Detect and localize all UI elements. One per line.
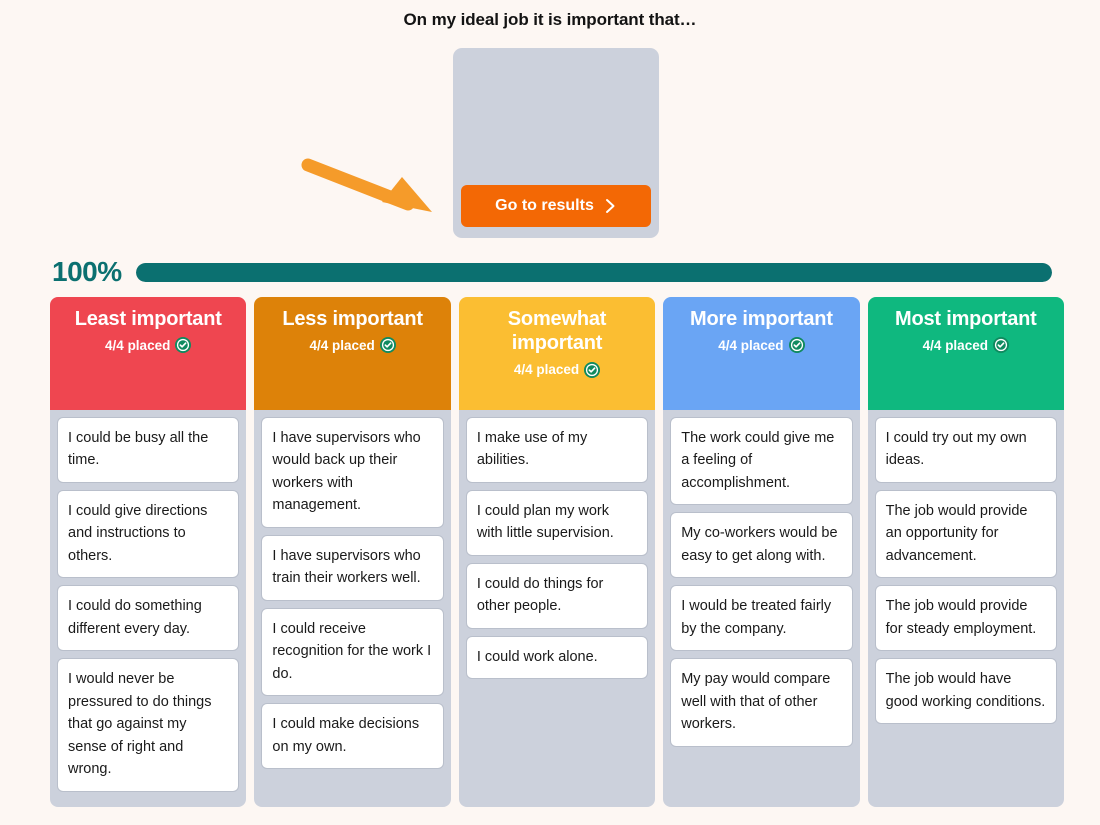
sort-card[interactable]: I could receive recognition for the work…: [261, 607, 444, 697]
column-status-label: 4/4 placed: [513, 362, 580, 378]
check-circle-icon: [992, 337, 1009, 354]
column-title: More important: [690, 308, 833, 330]
column-somewhat-important: Somewhat important 4/4 placed I make use o…: [458, 297, 656, 807]
annotation-arrow-icon: [296, 152, 456, 228]
progress-percent-label: 100%: [52, 256, 122, 287]
column-dropzone-least-important[interactable]: I could be busy all the time.I could giv…: [50, 410, 247, 807]
sort-card[interactable]: My co-workers would be easy to get along…: [670, 512, 853, 579]
column-title: Less important: [282, 308, 423, 330]
sort-card[interactable]: I would never be pressured to do things …: [57, 658, 240, 792]
sort-card[interactable]: I have supervisors who train their worke…: [261, 534, 444, 601]
check-circle-icon: [788, 337, 805, 354]
column-status-label: 4/4 placed: [105, 337, 171, 353]
sort-card[interactable]: I could make decisions on my own.: [261, 703, 444, 770]
progress-bar-track: [135, 262, 1052, 282]
go-to-results-button[interactable]: Go to results: [461, 185, 651, 227]
column-dropzone-most-important[interactable]: I could try out my own ideas.The job wou…: [867, 410, 1065, 807]
column-title: Most important: [895, 308, 1037, 330]
sort-card[interactable]: The job would provide an opportunity for…: [874, 489, 1058, 579]
sort-card[interactable]: The work could give me a feeling of acco…: [670, 417, 853, 506]
sorting-board: Least important 4/4 placed I could be busy…: [50, 297, 1065, 807]
sort-card[interactable]: I could try out my own ideas.: [874, 417, 1058, 483]
progress-bar-fill: [135, 262, 1052, 282]
column-less-important: Less important 4/4 placed I have superviso…: [254, 297, 451, 807]
column-status: 4/4 placed: [922, 337, 1009, 354]
check-circle-icon: [584, 361, 601, 378]
sort-card[interactable]: I could plan my work with little supervi…: [465, 489, 649, 556]
sort-card[interactable]: I could do things for other people.: [465, 562, 649, 629]
column-status: 4/4 placed: [105, 337, 192, 354]
column-header-most-important: Most important 4/4 placed: [867, 297, 1065, 410]
sort-card[interactable]: I could do something different every day…: [57, 585, 240, 652]
column-status-label: 4/4 placed: [718, 337, 784, 353]
column-header-more-important: More important 4/4 placed: [663, 297, 860, 410]
sort-card[interactable]: I could work alone.: [465, 635, 649, 680]
column-title: Least important: [74, 308, 222, 330]
column-status: 4/4 placed: [718, 337, 805, 354]
column-header-less-important: Less important 4/4 placed: [254, 297, 451, 410]
column-status-label: 4/4 placed: [309, 337, 375, 353]
progress-row: 100%: [52, 252, 1052, 292]
page-title: On my ideal job it is important that…: [403, 10, 697, 29]
column-dropzone-less-important[interactable]: I have supervisors who would back up the…: [254, 410, 451, 807]
sort-card[interactable]: I could be busy all the time.: [57, 417, 240, 483]
chevron-right-icon: [604, 197, 617, 215]
column-most-important: Most important 4/4 placed I could try out …: [867, 297, 1065, 807]
column-dropzone-somewhat-important[interactable]: I make use of my abilities.I could plan …: [458, 410, 656, 807]
column-status: 4/4 placed: [309, 337, 396, 354]
column-header-somewhat-important: Somewhat important 4/4 placed: [458, 297, 656, 410]
column-title: Somewhat important: [507, 308, 607, 355]
sort-card[interactable]: I make use of my abilities.: [465, 417, 649, 483]
column-dropzone-more-important[interactable]: The work could give me a feeling of acco…: [663, 410, 860, 807]
check-circle-icon: [379, 337, 396, 354]
sort-card[interactable]: I have supervisors who would back up the…: [261, 417, 444, 528]
column-header-least-important: Least important 4/4 placed: [50, 297, 247, 410]
sort-card[interactable]: I would be treated fairly by the company…: [670, 585, 853, 652]
results-panel: Go to results: [453, 48, 659, 238]
go-to-results-label: Go to results: [495, 197, 594, 214]
sort-card[interactable]: My pay would compare well with that of o…: [670, 658, 853, 747]
sort-card[interactable]: The job would provide for steady employm…: [874, 585, 1058, 652]
column-status-label: 4/4 placed: [922, 337, 988, 353]
check-circle-icon: [175, 337, 192, 354]
column-status: 4/4 placed: [513, 361, 601, 378]
sort-card[interactable]: I could give directions and instructions…: [57, 489, 240, 579]
column-least-important: Least important 4/4 placed I could be busy…: [50, 297, 247, 807]
sort-card[interactable]: The job would have good working conditio…: [874, 658, 1058, 725]
